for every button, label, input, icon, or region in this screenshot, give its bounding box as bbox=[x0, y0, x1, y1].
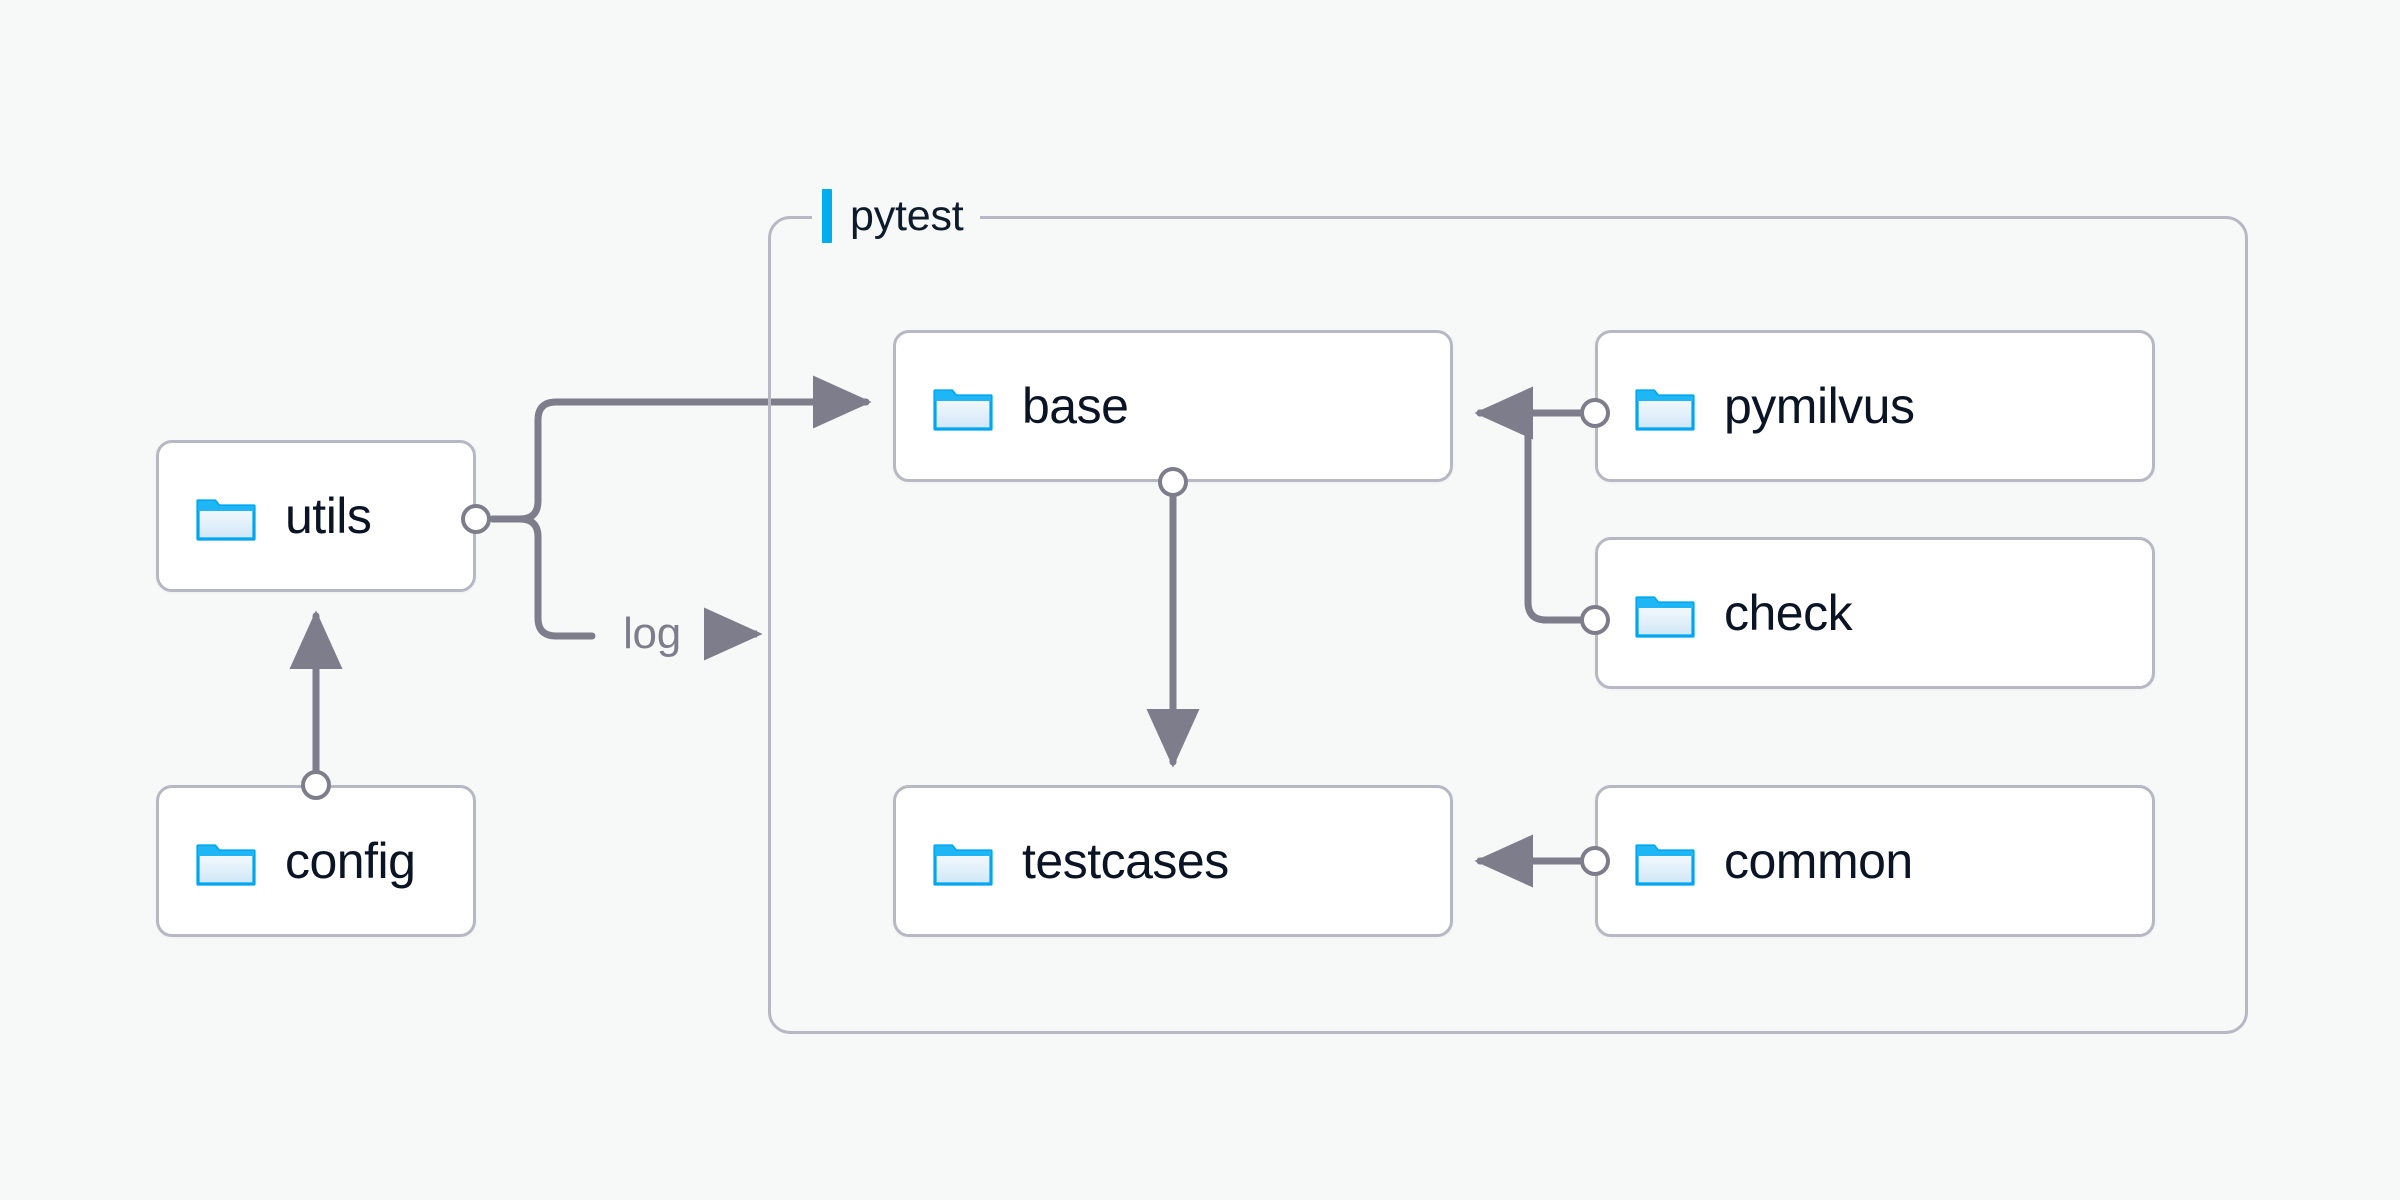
folder-icon bbox=[1635, 596, 1695, 638]
node-pymilvus-label: pymilvus bbox=[1724, 378, 1915, 434]
node-check-label: check bbox=[1724, 585, 1853, 641]
node-check[interactable]: check bbox=[1595, 537, 2155, 689]
node-utils-label: utils bbox=[285, 488, 372, 544]
folder-icon bbox=[196, 499, 256, 541]
folder-icon bbox=[196, 844, 256, 886]
node-base[interactable]: base bbox=[893, 330, 1453, 482]
edge-label-log: log bbox=[623, 609, 681, 658]
node-utils[interactable]: utils bbox=[156, 440, 476, 592]
group-pytest-label: pytest bbox=[812, 185, 980, 247]
port-config-top[interactable] bbox=[301, 770, 331, 800]
folder-icon bbox=[933, 389, 993, 431]
port-pymilvus-left[interactable] bbox=[1580, 398, 1610, 428]
group-pytest-label-text: pytest bbox=[850, 191, 964, 240]
port-base-bottom[interactable] bbox=[1158, 467, 1188, 497]
node-testcases[interactable]: testcases bbox=[893, 785, 1453, 937]
group-pytest[interactable] bbox=[768, 216, 2248, 1034]
node-common-label: common bbox=[1724, 833, 1913, 889]
edge-utils-to-log bbox=[489, 515, 596, 640]
folder-icon bbox=[933, 844, 993, 886]
port-common-left[interactable] bbox=[1580, 846, 1610, 876]
accent-bar-icon bbox=[822, 189, 832, 243]
node-testcases-label: testcases bbox=[1022, 833, 1229, 889]
port-utils-right[interactable] bbox=[461, 504, 491, 534]
node-pymilvus[interactable]: pymilvus bbox=[1595, 330, 2155, 482]
folder-icon bbox=[1635, 844, 1695, 886]
node-common[interactable]: common bbox=[1595, 785, 2155, 937]
node-base-label: base bbox=[1022, 378, 1129, 434]
port-check-left[interactable] bbox=[1580, 605, 1610, 635]
node-config[interactable]: config bbox=[156, 785, 476, 937]
node-config-label: config bbox=[285, 833, 416, 889]
folder-icon bbox=[1635, 389, 1695, 431]
